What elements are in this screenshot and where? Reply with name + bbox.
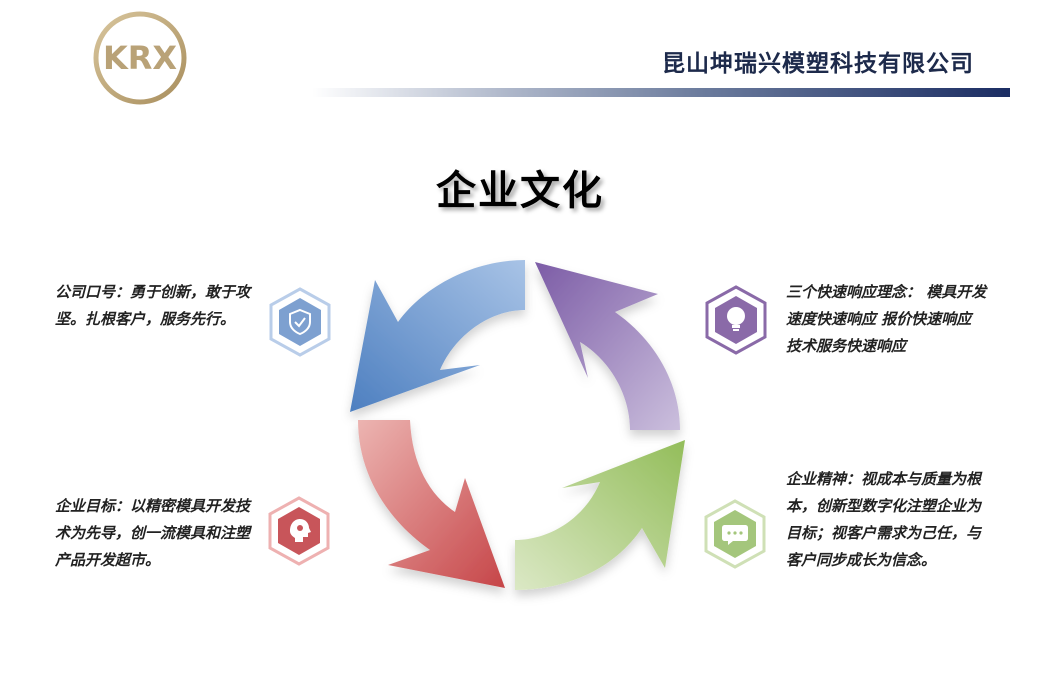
arrow-red <box>358 420 505 588</box>
cycle-arrows-diagram <box>350 260 685 590</box>
company-name: 昆山坤瑞兴模塑科技有限公司 <box>662 51 974 77</box>
chat-bubble-icon <box>702 498 768 570</box>
goal-text: 企业目标：以精密模具开发技术为先导，创一流模具和注塑产品开发超市。 <box>55 497 251 569</box>
page-title: 企业文化 <box>436 168 604 214</box>
company-logo: KRX <box>93 11 187 105</box>
shield-check-icon <box>267 286 333 358</box>
philosophy-text: 三个快速响应理念： 模具开发速度快速响应 报价快速响应 技术服务快速响应 <box>786 283 987 355</box>
slogan-text: 公司口号：勇于创新，敢于攻坚。扎根客户，服务先行。 <box>55 283 251 328</box>
header-divider <box>312 88 1010 97</box>
arrow-purple <box>535 262 680 430</box>
brain-gear-icon <box>266 495 332 567</box>
spirit-text: 企业精神：视成本与质量为根本，创新型数字化注塑企业为目标；视客户需求为己任，与客… <box>786 470 982 569</box>
arrow-green <box>515 440 685 590</box>
arrow-blue <box>350 260 525 412</box>
logo-text: KRX <box>103 39 177 77</box>
lightbulb-icon <box>703 284 769 356</box>
